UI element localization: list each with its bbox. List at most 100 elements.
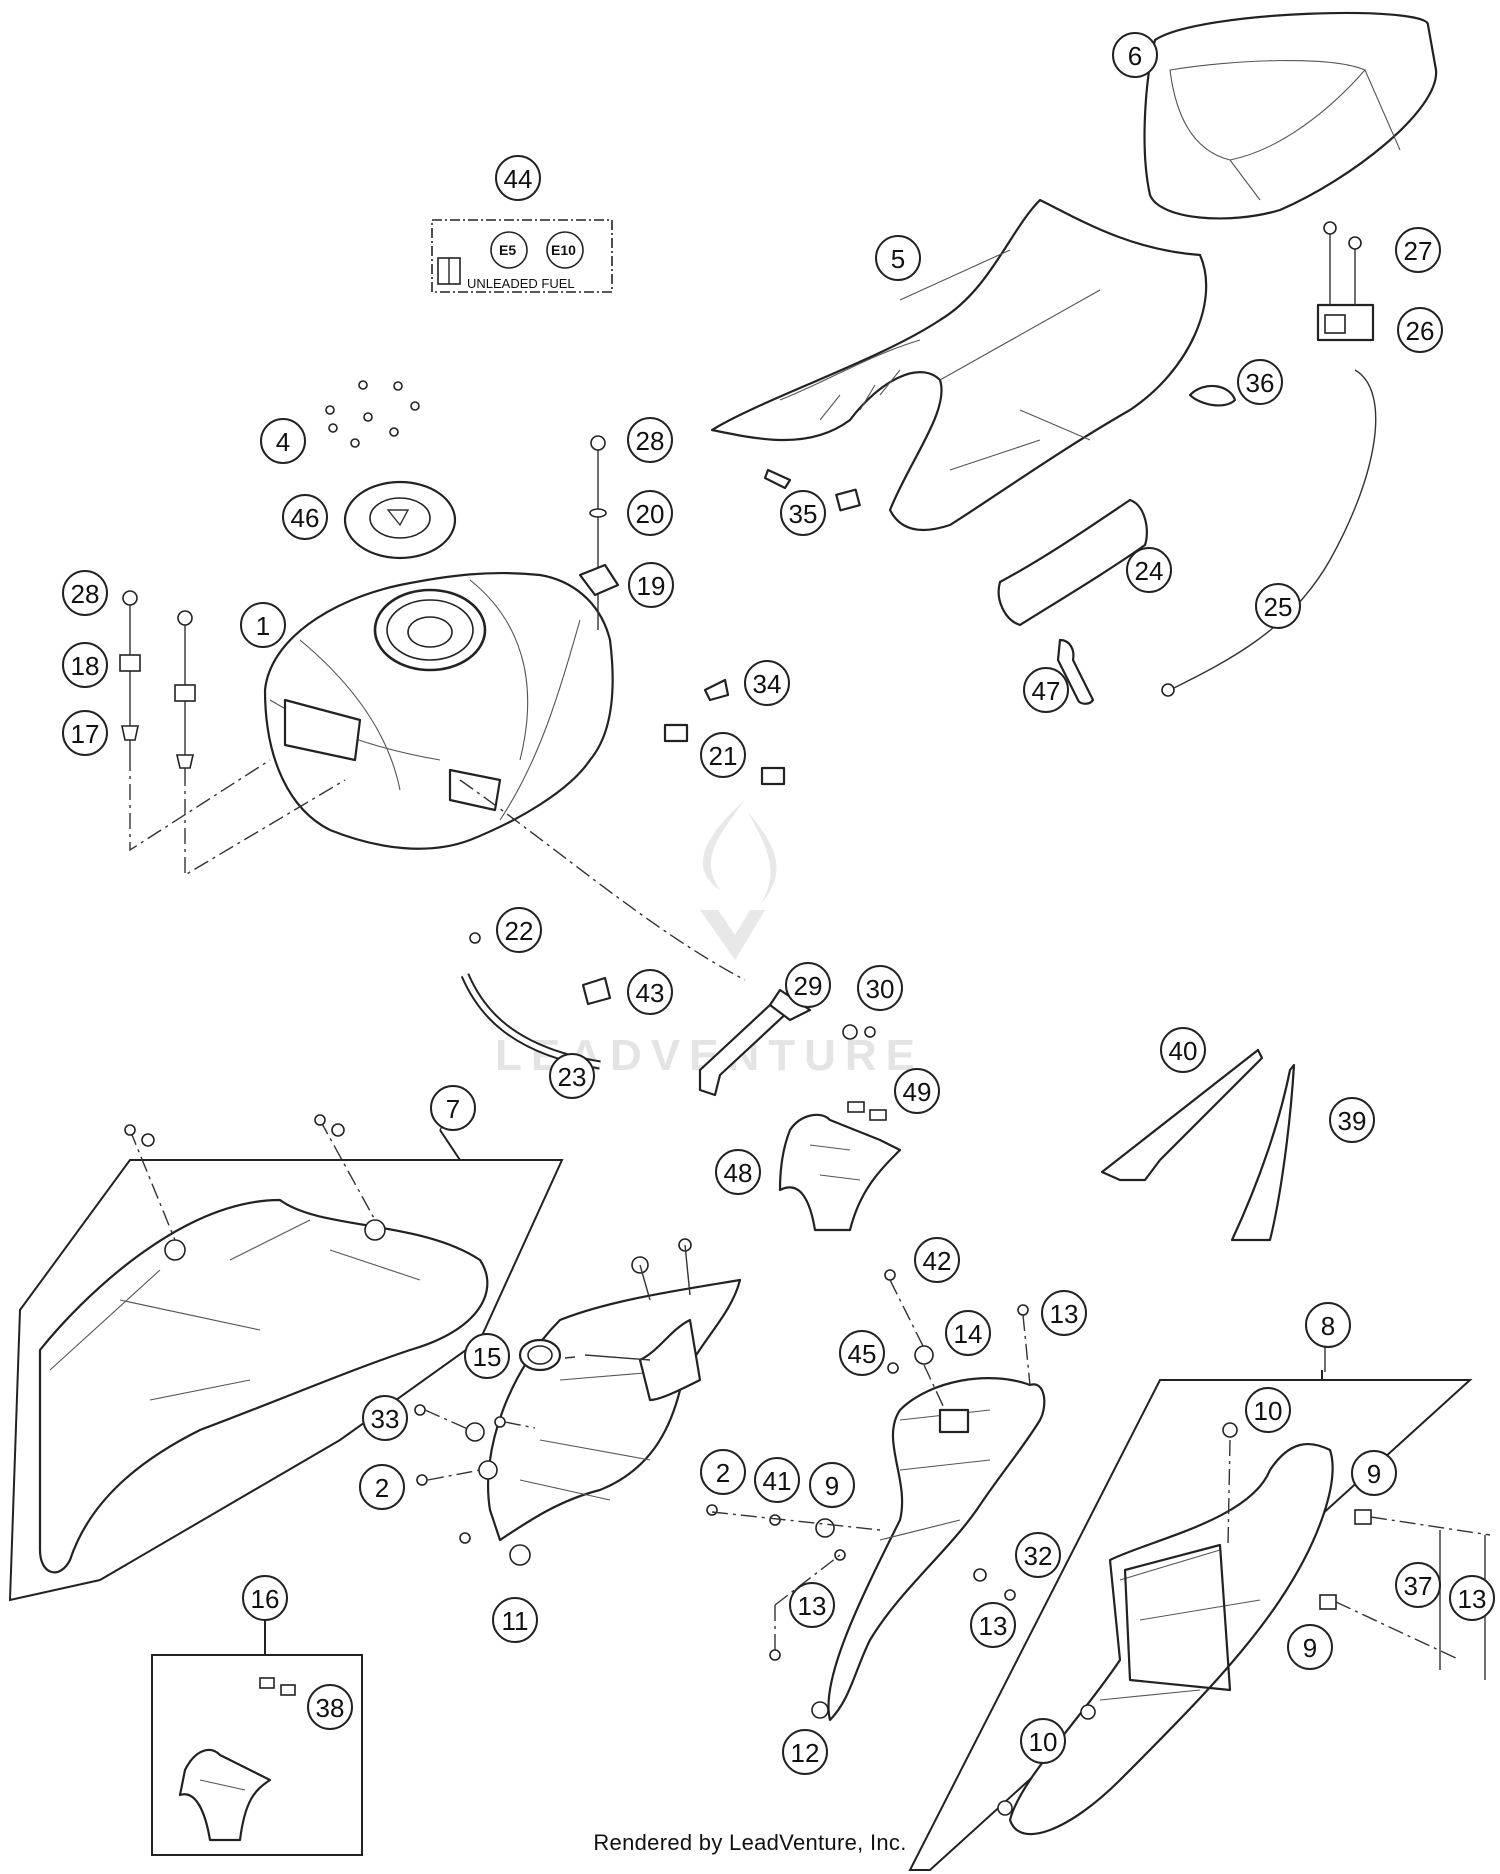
fuel-label-sticker: E5 E10 UNLEADED FUEL xyxy=(431,219,613,293)
callout-number: 20 xyxy=(636,499,665,529)
callout-42: 42 xyxy=(914,1237,960,1283)
callout-33: 33 xyxy=(362,1395,408,1441)
callout-49: 49 xyxy=(894,1068,940,1114)
callout-number: 47 xyxy=(1032,676,1061,706)
callout-circle xyxy=(1023,667,1069,713)
callout-1: 1 xyxy=(240,602,286,648)
callout-number: 26 xyxy=(1406,316,1435,346)
tool-pouch xyxy=(997,498,1148,627)
callout-number: 43 xyxy=(636,978,665,1008)
callout-10: 10 xyxy=(1245,1387,1291,1433)
callout-45: 45 xyxy=(839,1330,885,1376)
callout-number: 9 xyxy=(1367,1459,1381,1489)
callout-circle xyxy=(628,562,674,608)
callout-29: 29 xyxy=(785,962,831,1008)
callout-number: 48 xyxy=(724,1158,753,1188)
callout-number: 18 xyxy=(71,651,100,681)
rear-center-cover xyxy=(811,1304,1046,1722)
strip-39 xyxy=(1230,1063,1296,1242)
callout-circle xyxy=(1237,359,1283,405)
callout-number: 40 xyxy=(1169,1036,1198,1066)
callout-27: 27 xyxy=(1395,227,1441,273)
callout-circle xyxy=(242,1575,288,1621)
leader-42 xyxy=(889,1279,926,1351)
callout-19: 19 xyxy=(628,562,674,608)
center-hardware xyxy=(706,1504,881,1661)
callout-38: 38 xyxy=(307,1684,353,1730)
callout-number: 33 xyxy=(371,1404,400,1434)
callout-circle xyxy=(1397,307,1443,353)
callout-number: 19 xyxy=(637,571,666,601)
callout-28: 28 xyxy=(62,570,108,616)
callout-9: 9 xyxy=(809,1462,855,1508)
callout-17: 17 xyxy=(62,710,108,756)
callout-circle xyxy=(62,570,108,616)
callout-circle xyxy=(1112,32,1158,78)
seat-lock-assembly xyxy=(1161,221,1377,697)
seat-pad-small xyxy=(835,488,861,512)
callout-circle xyxy=(1395,227,1441,273)
callout-circle xyxy=(754,1457,800,1503)
callout-circle xyxy=(744,660,790,706)
callout-10: 10 xyxy=(1020,1718,1066,1764)
callout-35: 35 xyxy=(780,490,826,536)
callout-12: 12 xyxy=(782,1729,828,1775)
callout-circle xyxy=(715,1149,761,1195)
callout-circle xyxy=(809,1462,855,1508)
callout-20: 20 xyxy=(627,490,673,536)
callout-circle xyxy=(780,490,826,536)
callout-number: 7 xyxy=(446,1094,460,1124)
callout-circle xyxy=(1255,583,1301,629)
callout-number: 12 xyxy=(791,1738,820,1768)
center-side-cover xyxy=(486,1238,742,1566)
callout-number: 9 xyxy=(825,1471,839,1501)
watermark: LEADVENTURE xyxy=(495,800,915,1080)
callout-number: 42 xyxy=(923,1246,952,1276)
callout-circle xyxy=(627,417,673,463)
callout-circle xyxy=(492,1597,538,1643)
callout-circle xyxy=(1449,1575,1495,1621)
callout-21: 21 xyxy=(700,732,746,778)
callout-circle xyxy=(914,1237,960,1283)
cover-48 xyxy=(778,1101,902,1232)
callout-circle xyxy=(1126,547,1172,593)
cap-screws xyxy=(325,380,420,448)
callout-number: 11 xyxy=(502,1606,529,1636)
callout-circle xyxy=(945,1310,991,1356)
callout-circle xyxy=(627,490,673,536)
clip-34 xyxy=(703,678,730,702)
callout-circle xyxy=(1329,1097,1375,1143)
callout-number: 10 xyxy=(1254,1396,1283,1426)
callout-13: 13 xyxy=(1041,1290,1087,1336)
callout-circle xyxy=(700,732,746,778)
callout-30: 30 xyxy=(857,965,903,1011)
callout-7: 7 xyxy=(430,1085,476,1131)
callout-circle xyxy=(700,1449,746,1495)
rear-seat xyxy=(1143,11,1438,220)
hose-clip xyxy=(469,932,481,944)
callout-number: 10 xyxy=(1029,1727,1058,1757)
callout-2: 2 xyxy=(359,1464,405,1510)
callout-4: 4 xyxy=(260,418,306,464)
washer-42 xyxy=(884,1269,896,1281)
callout-37: 37 xyxy=(1395,1562,1441,1608)
callout-number: 17 xyxy=(71,719,100,749)
small-cover-group xyxy=(151,1620,363,1856)
callout-number: 2 xyxy=(716,1458,730,1488)
callout-40: 40 xyxy=(1160,1027,1206,1073)
callout-9: 9 xyxy=(1287,1624,1333,1670)
callout-circle xyxy=(782,1729,828,1775)
callout-24: 24 xyxy=(1126,547,1172,593)
callout-number: 13 xyxy=(1458,1584,1487,1614)
callout-5: 5 xyxy=(875,235,921,281)
callout-number: 28 xyxy=(636,426,665,456)
callout-circle xyxy=(785,962,831,1008)
seat-clip xyxy=(1188,384,1237,407)
callout-number: 24 xyxy=(1135,556,1164,586)
callout-number: 29 xyxy=(794,971,823,1001)
callout-circle xyxy=(62,642,108,688)
callout-number: 36 xyxy=(1246,368,1275,398)
callout-25: 25 xyxy=(1255,583,1301,629)
callout-number: 49 xyxy=(903,1077,932,1107)
callout-circle xyxy=(1041,1290,1087,1336)
